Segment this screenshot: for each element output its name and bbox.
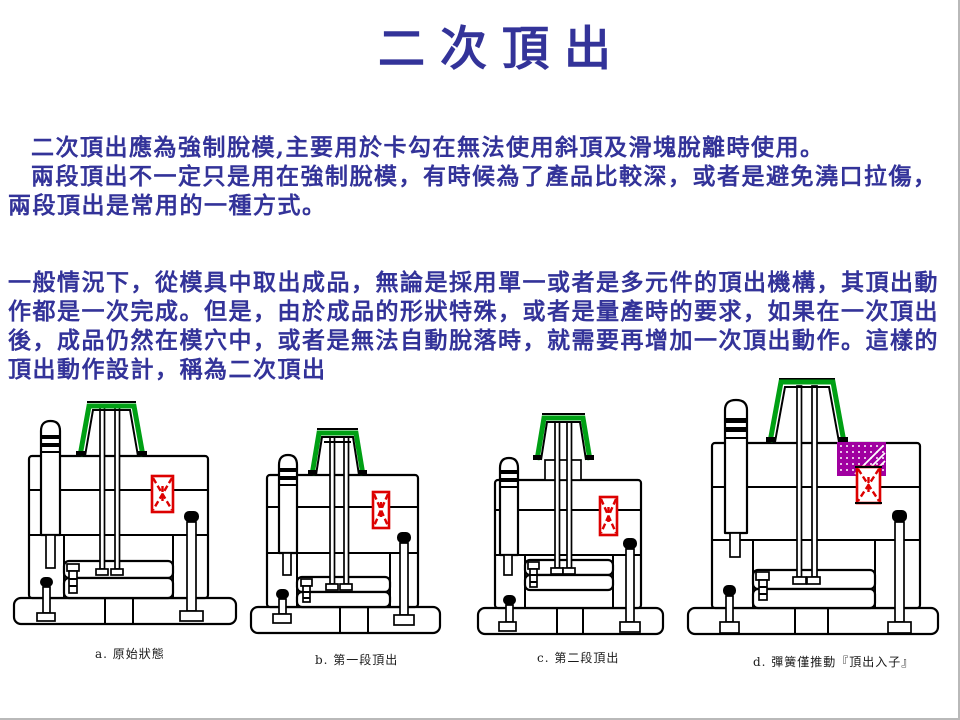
figure-a: a. 原始狀態 [10,398,242,666]
molded-product-green [533,413,594,461]
molded-product-green [76,401,147,457]
ejector-insert-boss [544,459,582,481]
molded-product-green [308,428,367,476]
text-line: 頂出動作設計，稱為二次頂出 [8,356,327,383]
base-plate [476,606,665,636]
figure-d: d. 彈簧僅推動『頂出入子』 [683,378,951,673]
return-pin-striped [277,453,299,576]
guide-pin-right [887,510,912,634]
figure-c-caption: c. 第二段頂出 [537,651,620,665]
molded-product-green [766,378,848,443]
spring-symbol [598,495,619,537]
text-line: 後，成品仍然在模穴中，或者是無法自動脫落時，就需要再增加一次頂出動作。這樣的 [8,327,939,354]
guide-pin-right [179,511,204,622]
text-line: 一般情況下，從模具中取出成品，無論是採用單一或者是多元件的頂出機構，其頂出動 [8,269,939,296]
guide-pin-right [393,532,415,626]
mold-diagram-spring-insert [686,378,940,636]
stop-pin-left [272,589,292,624]
figure-b: b. 第一段頂出 [248,428,444,668]
mold-diagram-original-state [12,401,238,626]
ejector-plates [523,558,615,592]
figure-c: c. 第二段頂出 [468,412,673,665]
figure-b-caption: b. 第一段頂出 [315,653,399,667]
text-line: 作都是一次完成。但是，由於成品的形狀特殊，或者是量產時的要求，如果在一次頂出 [8,298,939,325]
figure-d-caption: d. 彈簧僅推動『頂出入子』 [753,655,915,669]
stop-pin-left [498,595,517,632]
text-line: 二次頂出應為強制脫模,主要用於卡勾在無法使用斜頂及滑塊脫離時使用。 [31,134,825,161]
return-pin-striped [498,456,520,576]
guide-pin-right [619,538,641,633]
return-pin-striped [723,398,749,558]
intro-paragraph: 二次頂出應為強制脫模,主要用於卡勾在無法使用斜頂及滑塊脫離時使用。 兩段頂出不一… [8,133,954,220]
text-line: 兩段頂出不一定只是用在強制脫模，有時候為了產品比較深，或者是避免澆口拉傷， [31,163,938,190]
body-paragraph: 一般情況下，從模具中取出成品，無論是採用單一或者是多元件的頂出機構，其頂出動 作… [8,268,954,384]
mold-diagram-first-stage [249,428,442,635]
stop-pin-left [719,585,740,634]
text-line: 兩段頂出是常用的一種方式。 [8,192,327,219]
spring-symbol [371,490,391,530]
stop-pin-left [36,577,56,622]
spring-symbol [150,474,175,514]
page-title: 二次頂出 [378,22,626,77]
return-pin-striped [39,419,62,569]
mold-diagram-second-stage [476,413,665,636]
figure-a-caption: a. 原始狀態 [95,647,165,661]
spring-symbol [855,465,882,505]
